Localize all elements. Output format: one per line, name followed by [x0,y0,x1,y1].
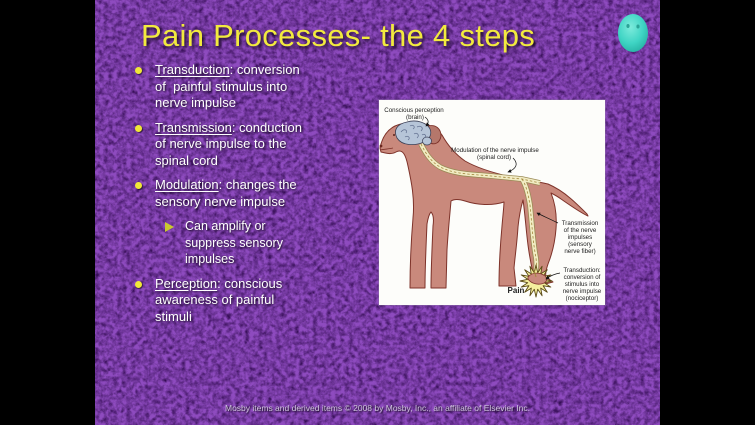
bullet-text: of nerve impulse to the [155,136,287,151]
label-transduction: conversion of [564,274,601,281]
page-title: Pain Processes- the 4 steps [141,18,536,53]
label-transmission: (sensory [568,241,593,248]
label-pain: Pain [508,286,525,295]
dog-paw [527,272,548,285]
label-conscious-perception: (brain) [406,114,424,121]
label-transmission: Transmission [562,220,599,227]
label-conscious-perception: Conscious perception [384,107,444,114]
bullet-item-transduction: Transduction: conversion of painful stim… [135,62,385,112]
bullet-text: stimuli [155,308,192,324]
sub-bullet-text: Can amplify or [185,219,266,233]
bullet-term: Transduction [155,62,230,77]
letterbox-right [660,0,755,425]
label-transduction: Transduction: [563,267,601,274]
bullet-text: : conduction [231,119,302,135]
bullet-icon [135,182,142,189]
bullet-term: Perception [155,275,218,291]
bullet-text: awareness of painful [155,292,275,307]
label-modulation: Modulation of the nerve impulse [451,147,539,154]
nerve-tip [533,269,537,278]
bullet-text: of painful stimulus into [155,78,288,94]
arrow-to-nociceptor [545,272,561,280]
label-transmission: nerve fiber) [564,248,595,255]
bullet-icon [135,67,142,74]
label-transduction: nerve impulse [563,288,602,295]
pain-pathway-diagram: Conscious perception (brain) Modulation … [379,100,605,305]
arrow-to-spinal-cord [507,157,517,173]
bullet-item-transmission: Transmission: conduction of nerve impuls… [135,120,385,170]
bullet-text: spinal cord [155,152,218,168]
bullet-term: Modulation [155,177,219,192]
label-transmission: impulses [568,234,592,241]
teal-oval-ornament [618,14,648,52]
brain [395,120,432,146]
oval-dot [626,24,630,28]
arrow-to-brain [424,116,430,127]
sub-bullet-arrow-icon [165,222,174,232]
sub-bullet-item-amplify: Can amplify or suppress sensory impulses [165,218,385,268]
bullet-item-perception: Perception: conscious awareness of painf… [135,276,385,326]
label-transduction: (nociceptor) [566,295,599,302]
bullet-text: : changes the [218,177,297,192]
label-transmission: of the nerve [564,227,597,234]
slide: Pain Processes- the 4 steps Transduction… [95,0,660,425]
pain-pathway-figure: Conscious perception (brain) Modulation … [379,100,605,305]
dog-nose [379,144,383,148]
bullet-item-modulation: Modulation: changes the sensory nerve im… [135,177,385,210]
bullet-text: : conscious [217,275,283,291]
dog-mouth [379,147,394,151]
bullet-text: sensory nerve impulse [155,193,286,209]
bullet-text: nerve impulse [155,95,236,110]
arrow-to-nerve-fiber [536,212,559,224]
dog-eye [393,134,395,136]
bullet-list: Transduction: conversion of painful stim… [135,62,385,333]
label-modulation: (spinal cord) [477,154,511,161]
oval-dot [636,24,640,29]
bullet-icon [135,280,142,288]
bullet-term: Transmission [155,119,232,135]
sub-bullet-text: suppress sensory [185,235,283,250]
copyright-footer: Mosby items and derived items © 2008 by … [224,403,530,413]
letterbox-left [0,0,95,425]
sub-bullet-text: impulses [185,252,235,266]
bullet-text: : conversion [229,62,300,77]
label-transduction: stimulus into [565,281,600,288]
bullet-icon [135,124,142,132]
